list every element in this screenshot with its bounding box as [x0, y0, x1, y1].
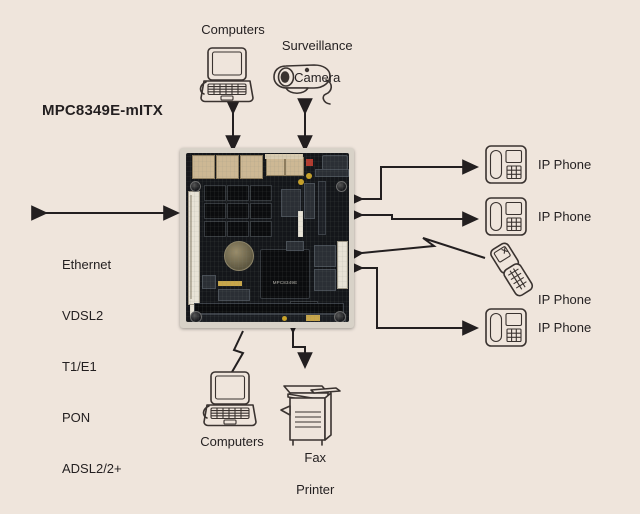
desk-phone-icon: [485, 197, 527, 236]
link-board-ip-phone-4: [347, 260, 479, 336]
desk-phone-icon: [485, 308, 527, 347]
label-computers-bottom: Computers: [200, 434, 264, 449]
label-ip-phone-3: IP Phone: [538, 292, 592, 307]
link-board-fax-printer: [285, 317, 313, 369]
label-surveillance-camera: Surveillance Camera: [262, 22, 358, 102]
laptop-icon: [202, 371, 257, 427]
wan-item-pon: PON: [62, 410, 91, 425]
diagram-canvas: MPC8349E MPC8349E-mITX Comput: [31, 22, 592, 497]
surveillance-camera-icon: [273, 64, 333, 105]
label-fax-line1: Fax: [304, 450, 327, 465]
link-board-computers-bottom-wireless: [231, 330, 245, 373]
label-camera-line2: Camera: [294, 70, 341, 85]
label-ip-phone-1: IP Phone: [538, 157, 592, 172]
label-fax-printer: Fax Printer: [272, 434, 344, 514]
link-board-ip-phone-3-wireless: [346, 237, 486, 263]
link-board-ip-phone-1: [347, 159, 479, 207]
connection-lines: [31, 47, 534, 446]
label-ip-phone-2: IP Phone: [538, 209, 592, 224]
desk-phone-icon: [485, 145, 527, 184]
label-computers-top: Computers: [201, 22, 265, 37]
mpc8349e-mitx-board: MPC8349E: [180, 148, 354, 328]
wan-item-vdsl2: VDSL2: [62, 308, 104, 323]
page-title: MPC8349E-mITX: [42, 102, 163, 119]
label-fax-line2: Printer: [296, 482, 335, 497]
fax-printer-icon: [280, 385, 341, 446]
laptop-icon: [199, 47, 254, 103]
wan-item-adsl: ADSL2/2+: [62, 461, 122, 476]
wan-item-t1e1: T1/E1: [62, 359, 97, 374]
wan-item-ethernet: Ethernet: [62, 257, 112, 272]
link-board-ip-phone-2: [347, 207, 479, 227]
label-ip-phone-4: IP Phone: [538, 320, 592, 335]
label-camera-line1: Surveillance: [281, 38, 353, 53]
cordless-flip-phone-icon: [490, 242, 534, 297]
wan-interface-list: Ethernet VDSL2 T1/E1 PON ADSL2/2+: [62, 222, 122, 511]
